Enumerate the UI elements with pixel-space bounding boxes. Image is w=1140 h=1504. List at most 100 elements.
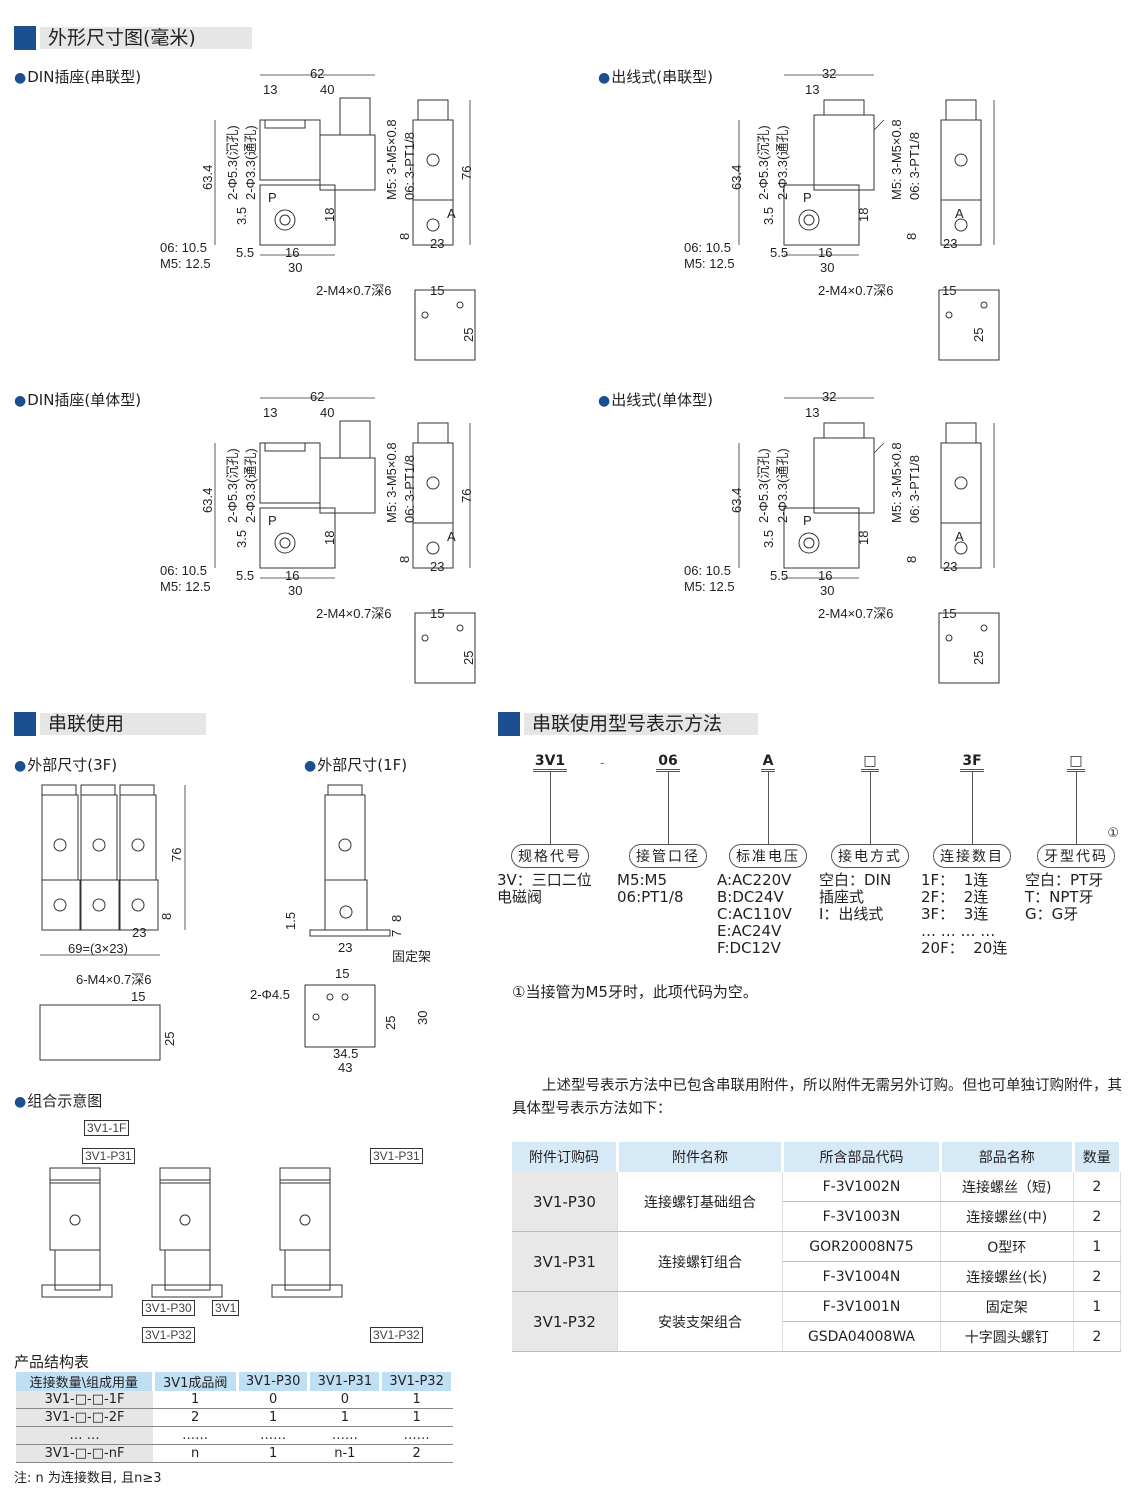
port-a-label: A — [447, 529, 456, 544]
hole-spec-through: 2-Φ3.3(通孔) — [775, 125, 790, 200]
valve-base — [164, 1249, 211, 1291]
cell: 3V1-□-□-1F — [16, 1391, 154, 1409]
coil-top — [264, 442, 306, 452]
part-callout: 3V1-P32 — [370, 1327, 423, 1343]
dim-25: 25 — [461, 327, 476, 342]
hole-spec-through: 2-Φ3.3(通孔) — [775, 448, 790, 523]
code-description: A:AC220V B:DC24V C:AC110V E:AC24V F:DC12… — [717, 871, 792, 957]
connector-line — [667, 772, 669, 844]
screw-spec: 2-M4×0.7深6 — [818, 283, 894, 298]
dim-15: 15 — [430, 283, 445, 298]
dim-5-5: 5.5 — [236, 245, 255, 260]
cell: 0 — [308, 1391, 381, 1409]
code-key: 3V1 — [532, 753, 568, 772]
hole-spec-through: 2-Φ3.3(通孔) — [243, 448, 258, 523]
dim-8: 8 — [904, 232, 919, 240]
thread-m5: M5: 3-M5×0.8 — [889, 119, 904, 200]
dim-15: 15 — [335, 966, 350, 981]
cell: 连接螺丝(中) — [940, 1201, 1074, 1232]
cell: 1 — [308, 1408, 381, 1427]
cell: 1 — [237, 1408, 309, 1427]
valve-base — [783, 507, 860, 569]
port-circle — [426, 218, 440, 232]
code-label: 牙型代码 — [1037, 844, 1115, 868]
din-series-title: DIN插座(串联型) — [14, 66, 141, 87]
port-circle — [426, 153, 440, 167]
dim-63-4: 63.4 — [729, 164, 744, 190]
end-cap — [945, 422, 977, 444]
table-row: … ……………………… — [16, 1426, 453, 1445]
dim-76: 76 — [169, 847, 184, 862]
dim-62: 62 — [310, 66, 325, 81]
bracket — [151, 1284, 223, 1298]
mount-hole — [945, 634, 953, 642]
bottom-view — [414, 612, 476, 684]
cell: 2 — [1073, 1201, 1122, 1232]
accessory-name: 安装支架组合 — [617, 1291, 784, 1352]
cell: 1 — [237, 1444, 309, 1463]
code-dash: - — [600, 754, 605, 770]
part-callout: 3V1-P31 — [370, 1148, 423, 1164]
port-m5-depth: M5: 12.5 — [684, 256, 735, 271]
cell: 2 — [1073, 1172, 1122, 1202]
end-body — [940, 119, 982, 201]
mount-hole — [980, 624, 988, 632]
din-cap — [339, 97, 371, 136]
cell: 连接螺丝（短) — [940, 1172, 1074, 1202]
bracket — [41, 1284, 113, 1298]
cell: 固定架 — [940, 1291, 1074, 1322]
valve-cap — [119, 784, 155, 796]
ext-1f-title: 外部尺寸(1F) — [304, 754, 407, 775]
dim-18: 18 — [856, 207, 871, 222]
dim-16: 16 — [285, 245, 300, 260]
cell: 十字圆头螺钉 — [940, 1321, 1074, 1352]
dim-34-5: 34.5 — [333, 1046, 359, 1061]
dim-8: 8 — [159, 912, 174, 920]
port-circle — [92, 838, 106, 852]
section-outline: 外形尺寸图(毫米) — [14, 26, 252, 50]
mount-hole — [456, 301, 464, 309]
thread-m5: M5: 3-M5×0.8 — [384, 119, 399, 200]
connector-line — [869, 772, 871, 844]
port-circle — [798, 532, 820, 554]
hole-spec-counterbore: 2-Φ5.3(沉孔) — [225, 125, 240, 200]
port-m5-depth: M5: 12.5 — [684, 579, 735, 594]
dim-76: 76 — [459, 165, 474, 180]
mount-hole — [980, 301, 988, 309]
port-06-depth: 06: 10.5 — [160, 240, 207, 255]
din-connector — [319, 134, 376, 191]
dim-15: 15 — [942, 283, 957, 298]
dim-69: 69=(3×23) — [68, 941, 128, 956]
dim-30: 30 — [415, 1010, 430, 1025]
dim-8: 8 — [389, 914, 404, 922]
bracket — [271, 1284, 343, 1298]
coil-cap — [823, 99, 865, 116]
code-label: 标准电压 — [729, 844, 807, 868]
bottom-view-3f — [39, 1004, 161, 1061]
code-description: M5:M5 06:PT1/8 — [617, 871, 684, 906]
cell: F-3V1002N — [782, 1172, 941, 1202]
hole-spec-through: 2-Φ3.3(通孔) — [243, 125, 258, 200]
mount-hole — [421, 311, 429, 319]
end-cap — [417, 99, 449, 121]
code-key: □ — [861, 753, 879, 772]
port-a-label: A — [955, 206, 964, 221]
port-circle — [131, 838, 145, 852]
port-circle — [274, 532, 296, 554]
valve-base — [119, 879, 159, 931]
port-p-label: P — [803, 513, 812, 528]
coil-body — [259, 442, 321, 504]
dim-3-5: 3.5 — [234, 529, 249, 548]
port-circle — [53, 898, 67, 912]
mount-hole — [341, 993, 349, 1001]
dim-30: 30 — [288, 583, 303, 598]
dim-43: 43 — [338, 1060, 353, 1075]
dim-13: 13 — [263, 82, 278, 97]
lead-wire — [873, 119, 885, 131]
hole-spec-counterbore: 2-Φ5.3(沉孔) — [756, 125, 771, 200]
screw-spec: 2-M4×0.7深6 — [316, 283, 392, 298]
